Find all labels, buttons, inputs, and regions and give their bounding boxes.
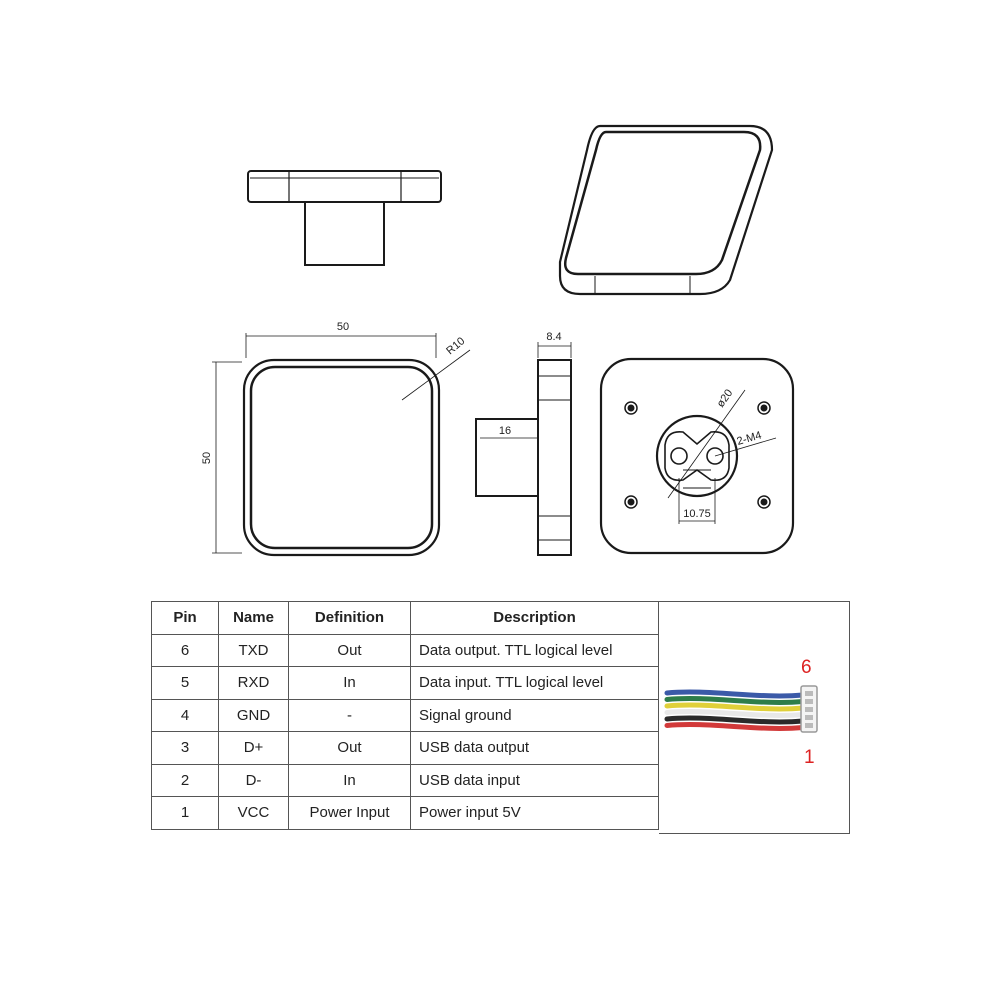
cell-pin: 5 (151, 666, 219, 700)
cell-name: GND (218, 698, 289, 732)
cell-name: TXD (218, 633, 289, 667)
front-view (212, 333, 471, 557)
cable-wire (664, 702, 806, 712)
cell-definition: In (288, 666, 411, 700)
cable-image-cell: 6 1 (659, 601, 850, 834)
cell-definition: Out (288, 633, 411, 667)
pin-6-label: 6 (801, 657, 812, 678)
cable-wire (664, 715, 806, 725)
header-definition: Definition (288, 601, 411, 635)
dim-thickness-label: 8.4 (546, 331, 561, 343)
cell-name: VCC (218, 796, 289, 830)
dim-height-label: 50 (201, 452, 213, 464)
header-name: Name (218, 601, 289, 635)
cell-pin: 4 (151, 698, 219, 732)
dim-boss-length-label: 16 (499, 425, 511, 437)
cell-description: USB data input (410, 763, 659, 797)
cell-pin: 2 (151, 763, 219, 797)
cable-wire (664, 709, 806, 718)
dim-radius-label: R10 (444, 335, 467, 357)
cell-definition: Out (288, 731, 411, 765)
cell-description: USB data output (410, 731, 659, 765)
table-row: 1 VCC Power Input Power input 5V (151, 796, 659, 830)
cell-description: Data output. TTL logical level (410, 633, 659, 667)
dim-screws-label: 2-M4 (736, 429, 763, 447)
connector-housing (800, 685, 818, 733)
table-header-row: Pin Name Definition Description (151, 601, 659, 635)
cable-wire (664, 696, 806, 705)
header-pin: Pin (151, 601, 219, 635)
cell-definition: - (288, 698, 411, 732)
cable-wires-image (664, 685, 818, 733)
table-row: 5 RXD In Data input. TTL logical level (151, 666, 659, 700)
mechanical-drawing: 50 50 R10 8.4 16 ø20 2-M4 10.75 (201, 124, 795, 557)
cell-pin: 1 (151, 796, 219, 830)
dim-boss-diameter-label: ø20 (715, 387, 736, 409)
cell-description: Data input. TTL logical level (410, 666, 659, 700)
dim-slot-width-label: 10.75 (683, 508, 711, 520)
cell-name: RXD (218, 666, 289, 700)
pin-1-label: 1 (804, 747, 815, 768)
cell-name: D- (218, 763, 289, 797)
top-view (247, 170, 442, 266)
side-view (475, 342, 572, 556)
table-row: 4 GND - Signal ground (151, 698, 659, 732)
cell-description: Signal ground (410, 698, 659, 732)
cell-pin: 6 (151, 633, 219, 667)
pin-table: Pin Name Definition Description 6 TXD Ou… (151, 601, 659, 830)
table-row: 6 TXD Out Data output. TTL logical level (151, 633, 659, 667)
cable-wire (664, 689, 806, 699)
isometric-view (558, 124, 774, 296)
table-row: 3 D+ Out USB data output (151, 731, 659, 765)
cell-description: Power input 5V (410, 796, 659, 830)
cell-definition: In (288, 763, 411, 797)
dim-width-label: 50 (337, 321, 349, 333)
cable-wire (664, 722, 806, 731)
cell-definition: Power Input (288, 796, 411, 830)
header-description: Description (410, 601, 659, 635)
table-row: 2 D- In USB data input (151, 763, 659, 797)
back-view (599, 357, 795, 555)
cell-name: D+ (218, 731, 289, 765)
cell-pin: 3 (151, 731, 219, 765)
